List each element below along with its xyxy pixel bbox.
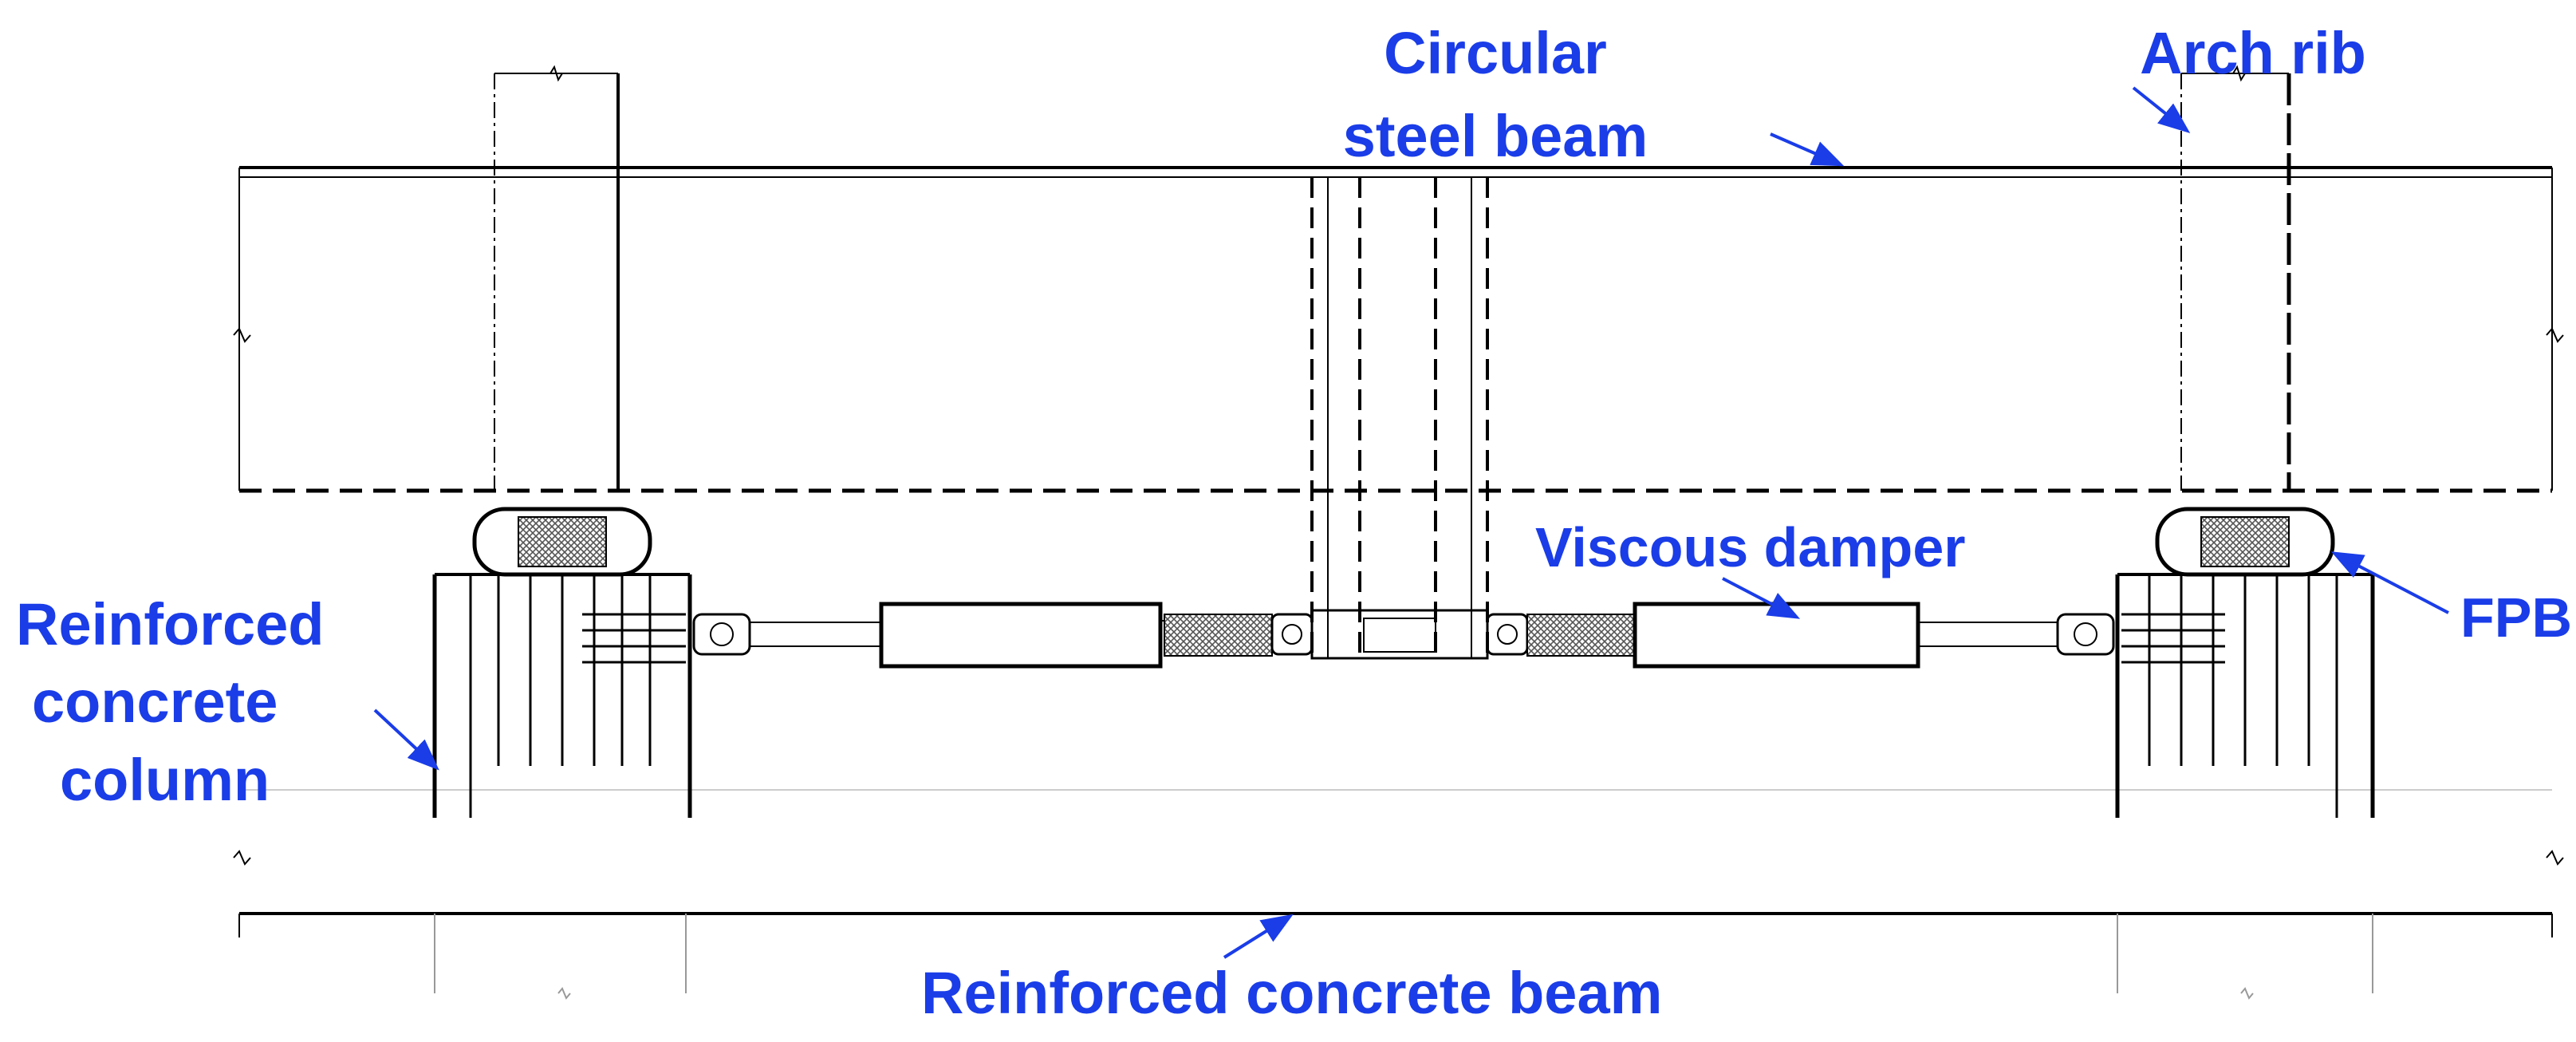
arch-rib-left xyxy=(494,65,620,491)
damper-coil-left xyxy=(1164,614,1273,657)
label-circular-line2: steel beam xyxy=(1343,103,1648,169)
arrow-rc-beam xyxy=(1223,914,1294,959)
arrow-viscous-damper xyxy=(1722,577,1801,619)
label-rc-beam: Reinforced concrete beam xyxy=(921,960,1662,1026)
viscous-damper-right xyxy=(1486,602,2115,669)
arrow-circular-steel-beam xyxy=(1770,132,1845,167)
label-rc-column-line2: concrete xyxy=(32,669,278,735)
damper-coil-right xyxy=(1526,614,1636,657)
central-connection xyxy=(1310,177,1489,660)
label-circular-line1: Circular xyxy=(1384,20,1607,86)
label-arch-rib: Arch rib xyxy=(2140,20,2366,86)
fpb-right xyxy=(2155,507,2335,577)
label-fpb: FPB xyxy=(2460,586,2572,649)
annotation-arrows xyxy=(373,86,2449,959)
fpb-left xyxy=(472,507,652,577)
label-viscous-damper: Viscous damper xyxy=(1535,516,1966,578)
arrow-arch-rib xyxy=(2132,86,2191,133)
circular-steel-beam xyxy=(233,166,2564,493)
label-rc-column-line3: column xyxy=(60,747,270,813)
rc-column-right xyxy=(2115,573,2375,818)
arch-rib-right xyxy=(2180,65,2291,491)
label-rc-column-line1: Reinforced xyxy=(16,591,325,657)
arrow-rc-column xyxy=(373,708,439,771)
rc-column-left xyxy=(432,573,692,818)
viscous-damper-left xyxy=(692,602,1314,669)
reinforced-concrete-beam xyxy=(233,789,2564,1000)
arrow-fpb xyxy=(2330,551,2449,614)
